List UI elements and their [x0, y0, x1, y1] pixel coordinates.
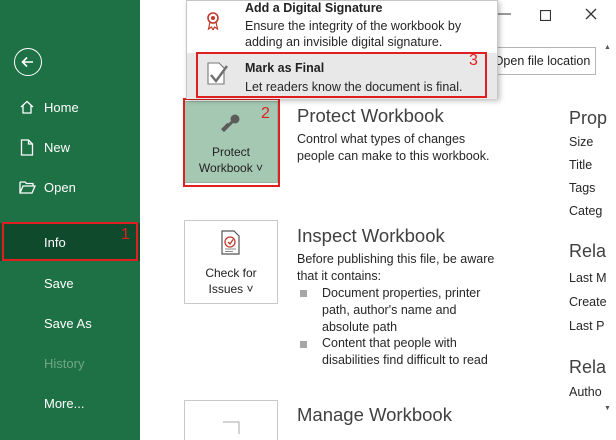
sidebar-item-label: Info [44, 234, 66, 250]
sidebar-item-label: Save As [44, 315, 92, 331]
author-label: Autho [569, 385, 602, 399]
new-document-icon [18, 138, 36, 156]
sidebar-item-more[interactable]: More... [0, 384, 140, 422]
home-icon [18, 99, 36, 115]
inspect-workbook-description: Before publishing this file, be aware th… [297, 252, 495, 283]
maximize-icon[interactable] [539, 8, 552, 25]
protect-workbook-description: Control what types of changes people can… [297, 132, 490, 163]
sidebar-item-label: Open [44, 179, 76, 195]
property-categories: Categ [569, 204, 603, 218]
mark-as-final-description: Let readers know the document is final. [245, 80, 463, 94]
annotation-box-mark-final [196, 52, 487, 98]
sidebar-item-save-as[interactable]: Save As [0, 304, 140, 342]
back-button[interactable] [14, 48, 42, 76]
vertical-scrollbar[interactable] [602, 40, 616, 440]
sidebar-item-home[interactable]: Home [0, 88, 140, 126]
sidebar-item-new[interactable]: New [0, 128, 140, 166]
protect-button-label-line2: Workbook ˅ [198, 161, 264, 175]
scroll-up-arrow-icon[interactable]: ▲ [604, 44, 611, 51]
key-icon [220, 102, 242, 144]
property-title: Title [569, 158, 593, 172]
protect-workbook-dropdown: Add a Digital Signature Ensure the integ… [186, 0, 498, 99]
manage-workbook-button[interactable] [184, 400, 278, 440]
inspect-button-label-line1: Check for [205, 266, 257, 280]
property-tags: Tags [569, 181, 596, 195]
annotation-box-protect [183, 98, 280, 187]
inspect-workbook-title: Inspect Workbook [297, 225, 445, 246]
backstage-sidebar: Home New Open Info Save Save As History … [0, 0, 140, 440]
minimize-icon[interactable]: — [496, 5, 511, 22]
properties-heading: Prop [569, 108, 608, 128]
sidebar-item-history: History [0, 344, 140, 382]
sidebar-item-label: More... [44, 395, 85, 411]
bullet-marker [300, 290, 307, 297]
manage-workbook-icon [220, 401, 242, 440]
date-last-modified: Last M [569, 271, 607, 285]
digital-signature-description: Ensure the integrity of the workbook by … [245, 19, 462, 49]
mark-as-final-title: Mark as Final [245, 61, 325, 75]
sidebar-item-label: History [44, 355, 85, 371]
annotation-box-info [2, 222, 138, 261]
ribbon-seal-icon [205, 11, 221, 36]
protect-workbook-title: Protect Workbook [297, 105, 444, 126]
inspect-document-icon [219, 221, 243, 265]
open-file-location-button[interactable]: Open file location [488, 47, 596, 75]
inspect-bullet-properties: Document properties, printer path, autho… [322, 286, 481, 334]
related-dates-heading: Rela [569, 241, 607, 261]
inspect-bullet-accessibility: Content that people with disabilities fi… [322, 336, 488, 367]
close-icon[interactable] [585, 7, 597, 24]
menu-item-add-digital-signature[interactable]: Add a Digital Signature Ensure the integ… [187, 1, 497, 50]
property-size: Size [569, 135, 594, 149]
bullet-marker [300, 341, 307, 348]
back-arrow-icon [21, 56, 33, 68]
sidebar-item-open[interactable]: Open [0, 168, 140, 206]
date-last-printed: Last P [569, 319, 605, 333]
sidebar-item-label: New [44, 139, 71, 155]
sidebar-item-save[interactable]: Save [0, 264, 140, 302]
inspect-button-label-line2: Issues ˅ [208, 282, 254, 296]
sidebar-item-label: Home [44, 99, 79, 115]
document-checkmark-icon [205, 62, 229, 91]
date-created: Create [569, 295, 607, 309]
digital-signature-title: Add a Digital Signature [245, 1, 383, 15]
annotation-number-2: 2 [261, 105, 270, 122]
manage-workbook-title: Manage Workbook [297, 404, 452, 425]
protect-workbook-button[interactable]: Protect Workbook ˅ [184, 101, 278, 183]
check-for-issues-button[interactable]: Check for Issues ˅ [184, 220, 278, 304]
related-people-heading: Rela [569, 357, 607, 377]
scroll-down-arrow-icon[interactable]: ▼ [604, 405, 611, 412]
protect-button-label-line1: Protect [211, 145, 250, 159]
folder-open-icon [18, 180, 36, 195]
annotation-number-1: 1 [121, 226, 130, 243]
sidebar-item-label: Save [44, 275, 74, 291]
annotation-number-3: 3 [469, 52, 478, 69]
sidebar-item-info[interactable]: Info [0, 223, 140, 261]
menu-item-mark-as-final[interactable]: Mark as Final Let readers know the docum… [187, 53, 497, 99]
